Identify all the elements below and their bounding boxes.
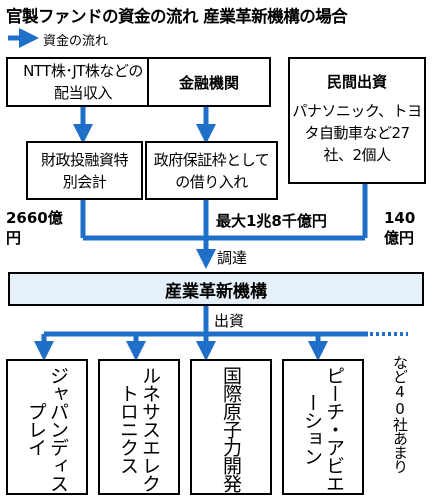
- source-ntt-text: NTT株･JT株などの配当収入: [23, 62, 143, 102]
- investee-2-text: ルネサスエレクトロニクス: [117, 366, 161, 492]
- flow-label-invest: 出資: [214, 312, 245, 330]
- source-finance-box: 金融機関: [147, 57, 271, 107]
- others-note-wrap: など40社あまり: [374, 355, 426, 495]
- source-ntt-box: NTT株･JT株などの配当収入: [6, 57, 160, 107]
- govt-guarantee-text: 政府保証枠としての借り入れ: [153, 150, 270, 191]
- investee-3-box: 国際原子力開発: [190, 359, 272, 495]
- govt-guarantee-box: 政府保証枠としての借り入れ: [145, 141, 278, 200]
- others-note: など40社あまり: [391, 355, 409, 473]
- amount-right: 140億円: [384, 209, 416, 247]
- hub-label: 産業革新機構: [165, 281, 267, 302]
- source-finance-text: 金融機関: [178, 73, 239, 92]
- special-account-text: 財政投融資特別会計: [40, 150, 129, 191]
- source-private-box: 民間出資 パナソニック、トヨタ自動車など27社、2個人: [288, 57, 426, 184]
- investee-3-text: 国際原子力開発: [220, 366, 242, 492]
- investee-1-text: ジャパンディスプレイ: [25, 366, 69, 492]
- amount-center: 最大1兆8千億円: [216, 212, 327, 230]
- diagram-title: 官製ファンドの資金の流れ 産業革新機構の場合: [6, 7, 348, 26]
- source-private-text: パナソニック、トヨタ自動車など27社、2個人: [292, 102, 422, 164]
- investee-1-box: ジャパンディスプレイ: [6, 359, 88, 495]
- investee-4-box: ピーチ・アビエーション: [282, 359, 364, 495]
- investee-2-box: ルネサスエレクトロニクス: [98, 359, 180, 495]
- source-private-title: 民間出資: [326, 73, 387, 91]
- special-account-box: 財政投融資特別会計: [26, 141, 143, 200]
- amount-left: 2660億円: [6, 209, 63, 247]
- flow-label-raise: 調達: [217, 249, 248, 267]
- hub-box: 産業革新機構: [8, 272, 424, 306]
- legend-label: 資金の流れ: [43, 34, 109, 49]
- investee-4-text: ピーチ・アビエーション: [301, 366, 345, 492]
